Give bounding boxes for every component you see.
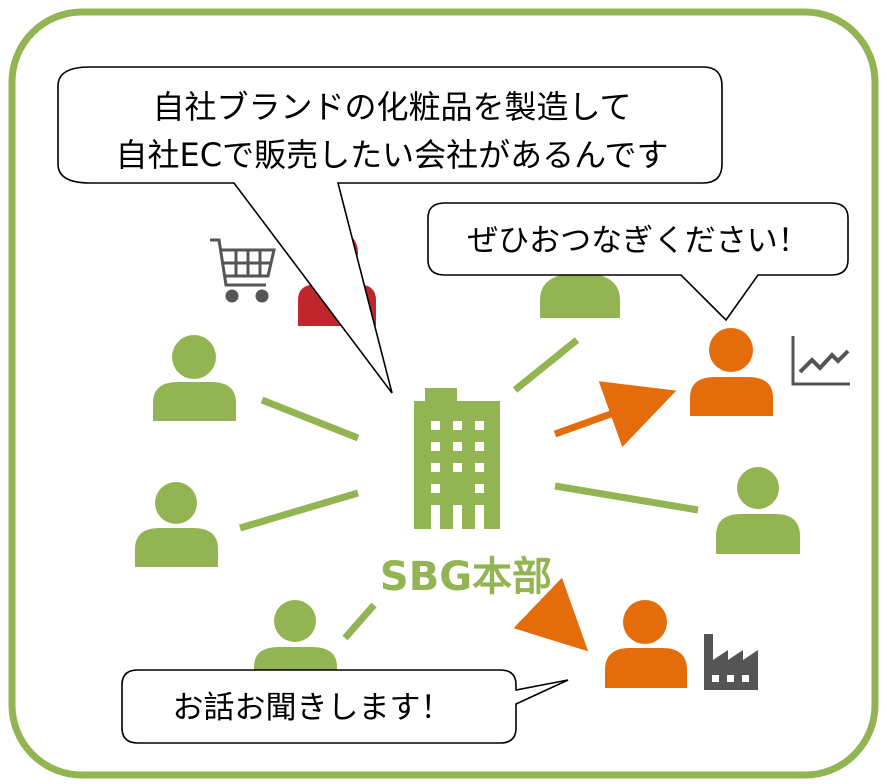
arrow-to-top-right-person — [553, 381, 677, 448]
person-icon — [540, 273, 620, 318]
arrow-to-factory-person — [513, 577, 589, 652]
connector-line — [260, 396, 360, 442]
connector-line — [554, 482, 699, 514]
connector-line — [512, 337, 580, 393]
person-icon — [716, 467, 800, 554]
person-icon — [690, 328, 773, 416]
connector-lines — [239, 337, 699, 641]
line-chart-icon — [791, 336, 850, 386]
factory-icon — [704, 634, 758, 690]
callout-top-line2: 自社ECで販売したい会社があるんです — [116, 136, 669, 174]
connector-line — [239, 489, 359, 532]
office-building-icon — [414, 388, 500, 529]
person-icon — [135, 482, 218, 567]
callout-top-line1: 自社ブランドの化粧品を製造して — [152, 88, 631, 126]
callout-bottom-text: お話お聞きします！ — [173, 690, 452, 726]
person-icon — [153, 335, 236, 421]
connector-line — [342, 602, 377, 641]
callout-right: ぜひおつなぎください！ — [427, 202, 849, 322]
callout-bottom: お話お聞きします！ — [121, 669, 569, 744]
person-icon — [605, 600, 687, 688]
callout-top: 自社ブランドの化粧品を製造して 自社ECで販売したい会社があるんです — [57, 66, 723, 394]
shopping-cart-icon — [210, 238, 276, 303]
hq-label: SBG本部 — [380, 554, 552, 600]
callout-right-text: ぜひおつなぎください！ — [467, 223, 809, 259]
